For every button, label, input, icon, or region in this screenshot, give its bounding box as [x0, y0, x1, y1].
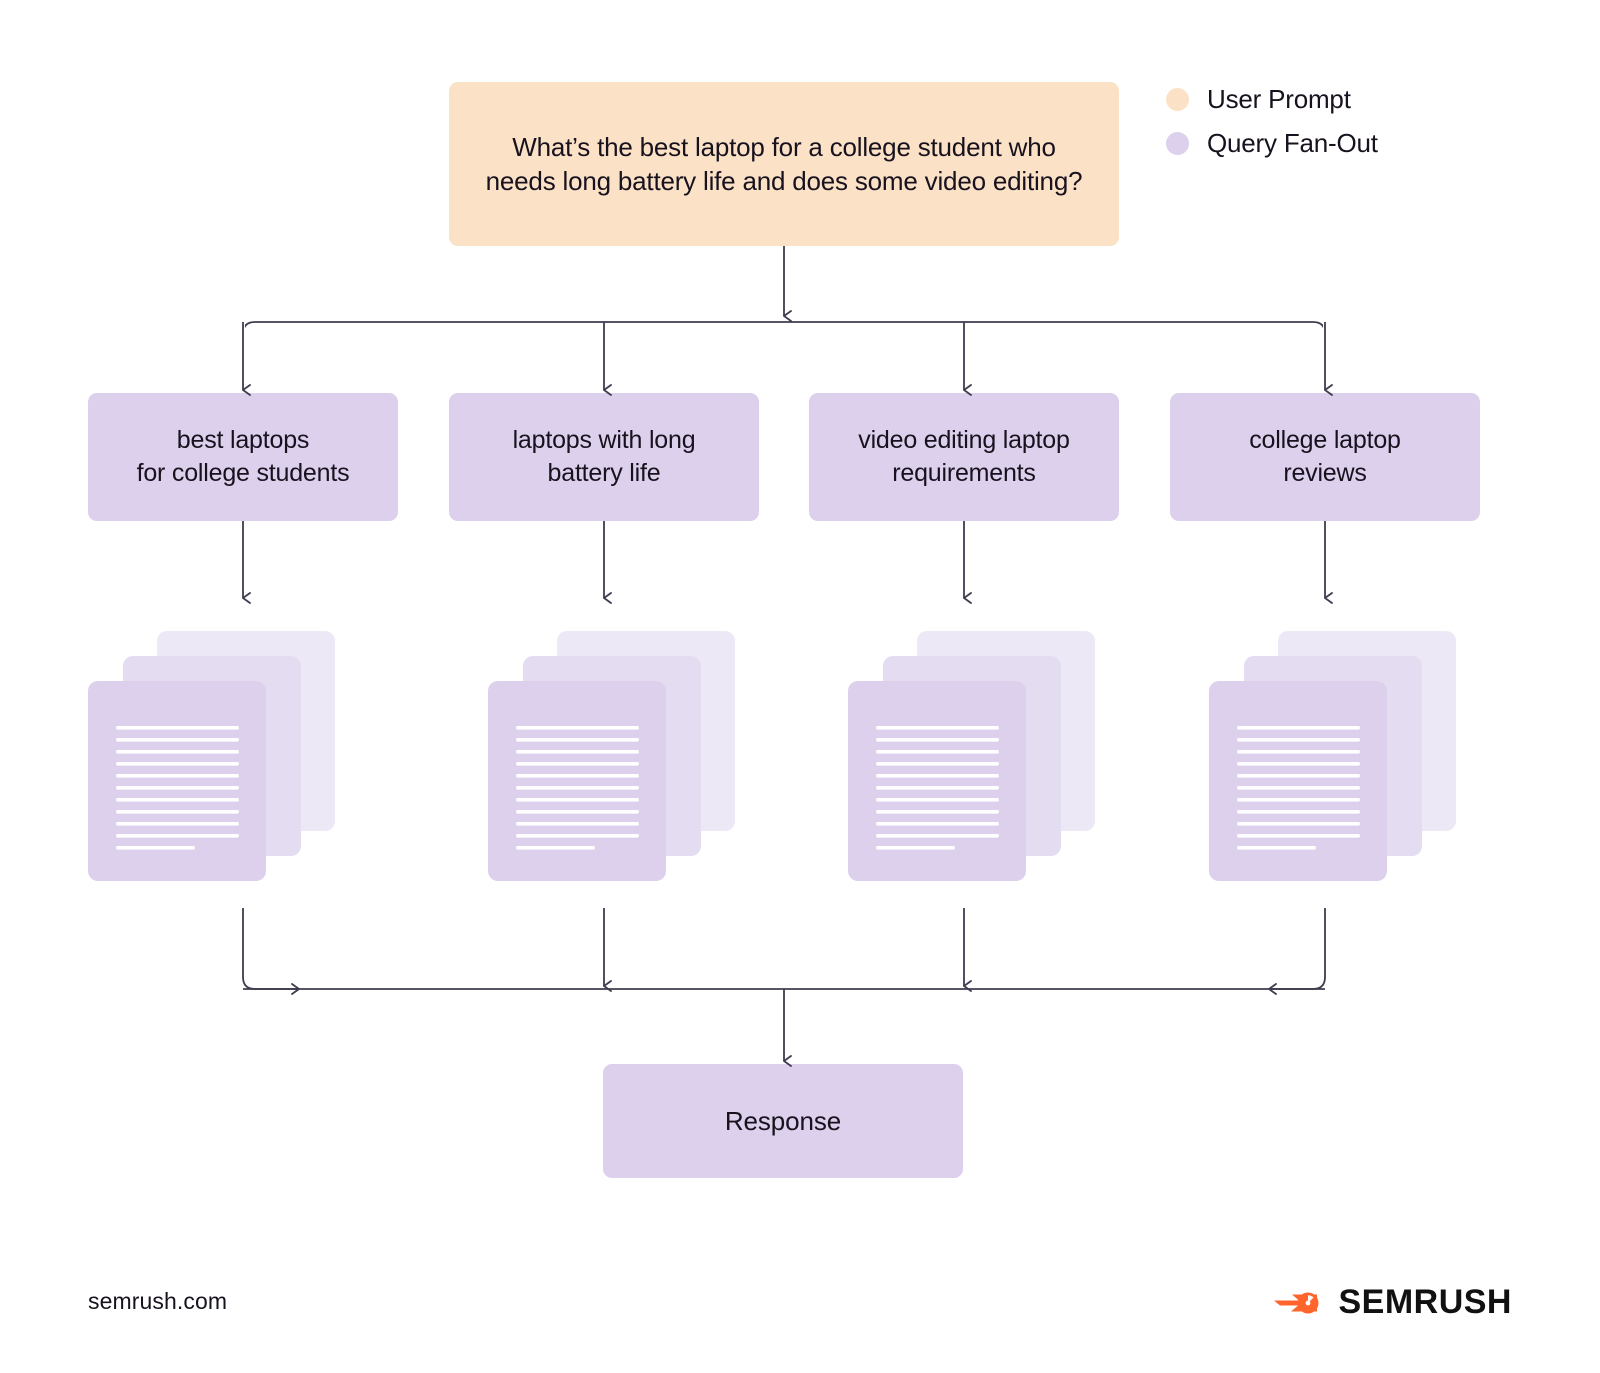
- legend-label-user-prompt: User Prompt: [1207, 84, 1351, 114]
- user-prompt-box[interactable]: [449, 82, 1119, 246]
- legend-dot-icon-user-prompt: [1166, 88, 1189, 111]
- legend-item-query-fanout: Query Fan-Out: [1166, 128, 1378, 159]
- doc-card-front: [1209, 681, 1387, 881]
- connector-docs-1-to-merge: [242, 908, 300, 995]
- semrush-logo: SEMRUSH: [1272, 1283, 1512, 1322]
- doc-text-lines: [1237, 726, 1360, 850]
- doc-text-lines: [116, 726, 239, 850]
- doc-text-lines: [876, 726, 999, 850]
- legend-item-user-prompt: User Prompt: [1166, 84, 1378, 115]
- response-box[interactable]: [603, 1064, 963, 1178]
- doc-card-front: [848, 681, 1026, 881]
- fanout-box-3[interactable]: [809, 393, 1119, 521]
- fanout-box-4[interactable]: [1170, 393, 1480, 521]
- semrush-wordmark: SEMRUSH: [1338, 1283, 1512, 1321]
- fanout-box-2[interactable]: [449, 393, 759, 521]
- document-stack-4[interactable]: [1209, 631, 1456, 881]
- legend-dot-icon-query-fanout: [1166, 132, 1189, 155]
- document-stack-3[interactable]: [848, 631, 1095, 881]
- legend: User Prompt Query Fan-Out: [1166, 84, 1378, 159]
- document-stack-1[interactable]: [88, 631, 335, 881]
- doc-card-front: [488, 681, 666, 881]
- doc-text-lines: [516, 726, 639, 850]
- fanout-box-1[interactable]: [88, 393, 398, 521]
- connector-docs-4-to-merge: [1268, 908, 1326, 995]
- legend-label-query-fanout: Query Fan-Out: [1207, 128, 1378, 158]
- fanout-bus: [242, 321, 1326, 393]
- doc-card-front: [88, 681, 266, 881]
- footer-site-url: semrush.com: [88, 1288, 228, 1314]
- semrush-comet-icon: [1274, 1292, 1319, 1313]
- document-stack-2[interactable]: [488, 631, 735, 881]
